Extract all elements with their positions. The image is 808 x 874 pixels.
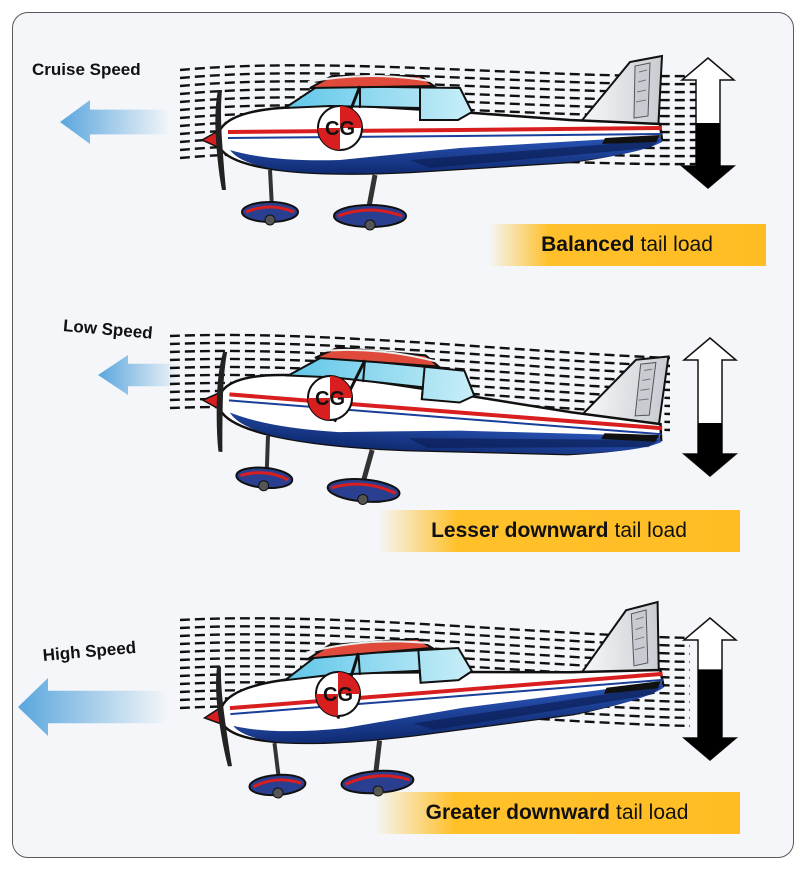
- caption-balanced: Balanced tail load: [488, 224, 766, 266]
- speed-label-cruise: Cruise Speed: [32, 60, 141, 79]
- cg-label: CG: [325, 118, 355, 140]
- cg-marker-icon: CG: [307, 375, 353, 421]
- panel-high: CG: [18, 602, 739, 808]
- tail-load-fill: [682, 123, 734, 188]
- panel-low: CG: [98, 316, 739, 529]
- caption-bold: Greater downward: [425, 801, 610, 824]
- cg-marker-icon: CG: [315, 671, 361, 717]
- caption-rest: tail load: [616, 801, 689, 824]
- caption-greater-downward: Greater downward tail load: [374, 792, 740, 834]
- wind-arrow-icon: [98, 355, 180, 395]
- caption-rest: tail load: [614, 519, 687, 542]
- airplane-icon: [195, 316, 668, 529]
- tail-load-arrow-icon: [681, 337, 739, 477]
- tail-load-arrow-icon: [679, 57, 737, 189]
- caption-rest: tail load: [640, 233, 713, 256]
- cg-marker-icon: CG: [317, 105, 363, 151]
- wind-arrow-icon: [18, 678, 168, 736]
- panel-cruise: CG: [60, 56, 737, 230]
- caption-bold: Balanced: [541, 233, 635, 256]
- caption-bold: Lesser downward: [431, 519, 609, 542]
- cg-label: CG: [315, 388, 345, 410]
- tail-load-fill: [684, 669, 736, 760]
- wind-arrow-icon: [60, 100, 170, 144]
- tail-load-arrow-icon: [681, 617, 739, 761]
- caption-lesser-downward: Lesser downward tail load: [378, 510, 740, 552]
- airplane-icon: [199, 602, 670, 808]
- cg-label: CG: [323, 684, 353, 706]
- tail-load-fill: [684, 422, 736, 476]
- panels-layer: CG CG CG: [18, 56, 739, 808]
